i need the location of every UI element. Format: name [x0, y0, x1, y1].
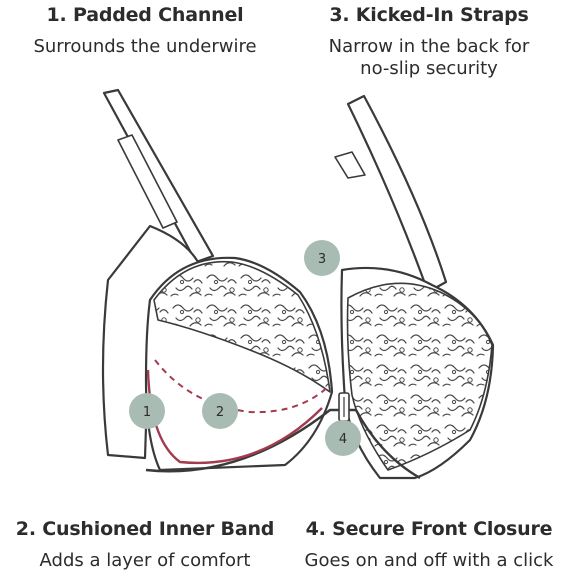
feature-caption-3: 3. Kicked-In Straps Narrow in the back f…: [294, 4, 564, 81]
front-closure-icon: [338, 392, 350, 422]
feature-caption-1: 1. Padded Channel Surrounds the underwir…: [10, 4, 280, 58]
marker-4: 4: [325, 420, 361, 456]
underwire-band: [145, 408, 421, 480]
feature-title-1: 1. Padded Channel: [46, 4, 244, 26]
left-lace: [153, 260, 331, 393]
feature-description-4: Goes on and off with a click: [304, 549, 554, 571]
feature-description-2: Adds a layer of comfort: [39, 549, 251, 571]
marker-3-label: 3: [318, 252, 326, 267]
feature-title-3: 3. Kicked-In Straps: [329, 4, 529, 26]
feature-title-2: 2. Cushioned Inner Band: [15, 518, 275, 540]
marker-3: 3: [304, 240, 340, 276]
right-strap: [346, 94, 448, 294]
cushioned-band-line: [154, 359, 331, 414]
right-lace: [346, 282, 493, 471]
marker-1-label: 1: [143, 405, 151, 420]
feature-caption-2: 2. Cushioned Inner Band Adds a layer of …: [10, 518, 280, 572]
feature-description-1: Surrounds the underwire: [33, 35, 257, 57]
feature-title-4: 4. Secure Front Closure: [305, 518, 553, 540]
feature-description-3: Narrow in the back for no-slip security: [328, 35, 530, 80]
bra-outline: [101, 88, 495, 480]
feature-caption-4: 4. Secure Front Closure Goes on and off …: [294, 518, 564, 572]
marker-2: 2: [202, 393, 238, 429]
marker-2-label: 2: [216, 405, 224, 420]
marker-4-label: 4: [339, 432, 347, 447]
marker-1: 1: [129, 393, 165, 429]
